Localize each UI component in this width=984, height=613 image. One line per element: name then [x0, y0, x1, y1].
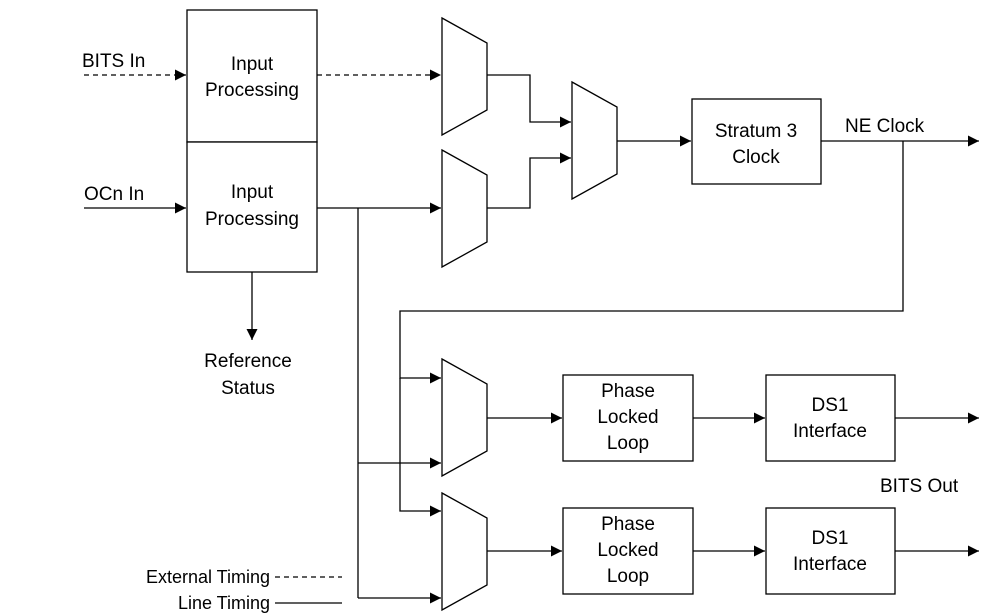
bits-out-label: BITS Out	[880, 476, 959, 497]
reference-status-line2: Status	[221, 378, 275, 399]
input-processing-ocn: Input Processing	[186, 141, 318, 273]
ne-clock-feedback-wire	[399, 141, 904, 384]
input-processing-ocn-line1: Input	[231, 182, 274, 203]
mux1-to-mux3-wire	[487, 74, 571, 128]
ds1-1-line2: Interface	[793, 421, 867, 442]
pll-1-line1: Phase	[601, 381, 655, 402]
ds1-1-line1: DS1	[812, 395, 849, 416]
input-processing-ocn-line2: Processing	[205, 209, 299, 230]
ocn-in-label: OCn In	[84, 184, 144, 205]
input-processing-bits-line1: Input	[231, 54, 274, 75]
ne-clock-feedback-wire-2	[399, 378, 441, 517]
legend-external-timing-label: External Timing	[146, 567, 270, 587]
pll-2-line3: Loop	[607, 566, 649, 587]
selector-mux-2	[441, 148, 488, 269]
legend-line-timing-label: Line Timing	[178, 593, 270, 613]
mux2-to-mux3-wire	[487, 152, 571, 209]
pll-1-line2: Locked	[597, 407, 658, 428]
input-processing-bits-line2: Processing	[205, 80, 299, 101]
selector-mux-3	[571, 80, 618, 201]
selector-mux-5	[441, 491, 488, 612]
pll-1-line3: Loop	[607, 433, 649, 454]
stratum-3-clock-line2: Clock	[732, 147, 780, 168]
selector-mux-4	[441, 357, 488, 478]
phase-locked-loop-2: Phase Locked Loop	[562, 507, 694, 595]
pll-2-line1: Phase	[601, 514, 655, 535]
selector-mux-1	[441, 16, 488, 137]
reference-status-line1: Reference	[204, 351, 292, 372]
input-processing-bits: Input Processing	[186, 9, 318, 143]
ne-clock-label: NE Clock	[845, 116, 925, 137]
stratum-3-clock-line1: Stratum 3	[715, 121, 797, 142]
bits-in-label: BITS In	[82, 51, 145, 72]
ds1-2-line2: Interface	[793, 554, 867, 575]
ds1-interface-2: DS1 Interface	[765, 507, 896, 595]
phase-locked-loop-1: Phase Locked Loop	[562, 374, 694, 462]
ds1-2-line1: DS1	[812, 528, 849, 549]
stratum-3-clock: Stratum 3 Clock	[691, 98, 822, 185]
pll-2-line2: Locked	[597, 540, 658, 561]
ds1-interface-1: DS1 Interface	[765, 374, 896, 462]
